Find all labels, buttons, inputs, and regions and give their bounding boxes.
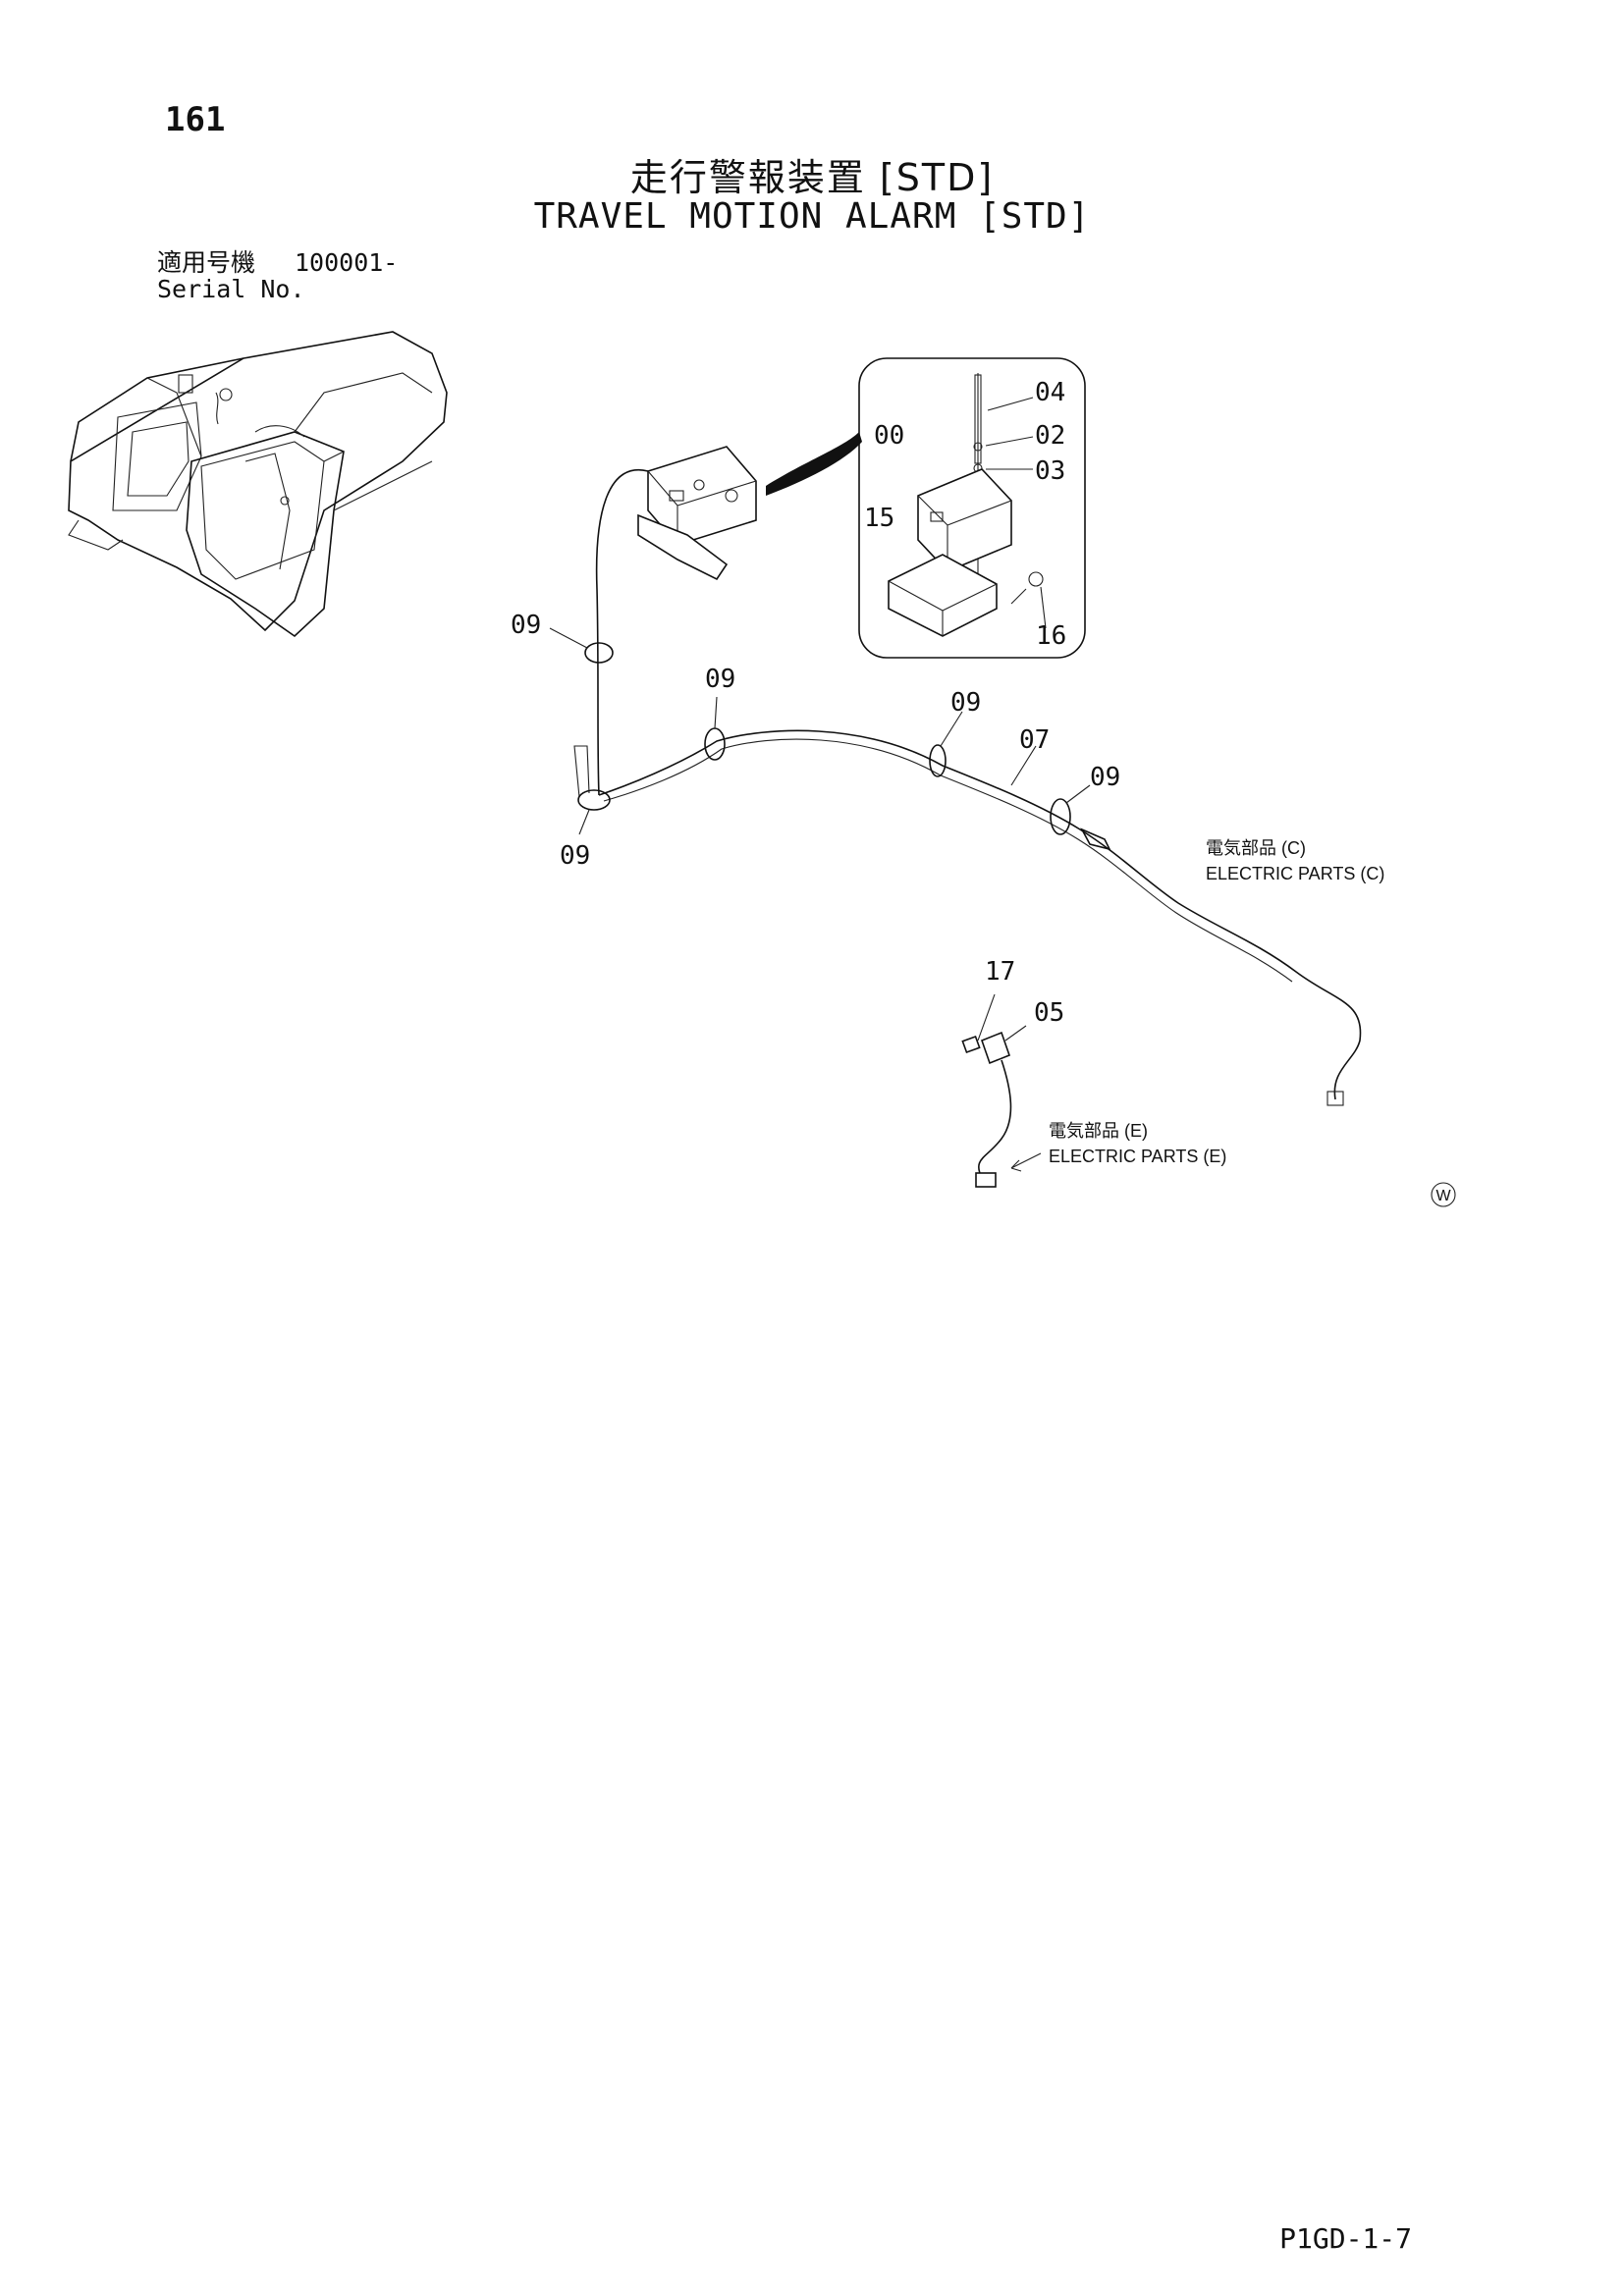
callout-09-e: 09	[560, 841, 590, 871]
callout-09-c: 09	[950, 688, 981, 718]
serial-value: 100001-	[295, 248, 399, 277]
callout-04: 04	[1035, 378, 1065, 407]
alarm-assembly	[637, 446, 757, 581]
page-number: 161	[165, 100, 226, 139]
harness	[549, 468, 1362, 1106]
callout-09-d: 09	[1090, 763, 1120, 792]
callout-03: 03	[1035, 456, 1065, 486]
ref-electric-parts-e-jp: 電気部品 (E)	[1049, 1121, 1148, 1141]
serial-label-jp: 適用号機	[157, 248, 256, 277]
title-english: TRAVEL MOTION ALARM [STD]	[533, 196, 1091, 237]
callout-09-b: 09	[705, 665, 735, 694]
detail-box	[858, 357, 1086, 659]
callout-07: 07	[1019, 725, 1050, 755]
callout-15: 15	[864, 504, 894, 533]
footer-code: P1GD-1-7	[1279, 2222, 1412, 2255]
serial-block: 適用号機 100001- Serial No.	[157, 249, 398, 302]
title-japanese: 走行警報装置 [STD]	[629, 156, 995, 199]
callout-17: 17	[985, 957, 1015, 987]
callout-00: 00	[874, 421, 904, 451]
ref-electric-parts-e-en: ELECTRIC PARTS (E)	[1049, 1147, 1226, 1166]
serial-label-en: Serial No.	[157, 275, 305, 303]
circled-w-letter: W	[1435, 1188, 1451, 1204]
sub-harness	[961, 993, 1042, 1188]
ref-electric-parts-c-en: ELECTRIC PARTS (C)	[1206, 864, 1384, 883]
serial-row-jp: 適用号機 100001-	[157, 249, 398, 276]
ref-electric-parts-c-jp: 電気部品 (C)	[1206, 838, 1306, 858]
circled-w-mark: W	[1431, 1182, 1456, 1207]
callout-16: 16	[1036, 621, 1066, 651]
callout-09-a: 09	[511, 611, 541, 640]
detail-pointer	[766, 432, 862, 496]
excavator-overview	[68, 331, 448, 638]
callout-02: 02	[1035, 421, 1065, 451]
callout-05: 05	[1034, 998, 1064, 1028]
